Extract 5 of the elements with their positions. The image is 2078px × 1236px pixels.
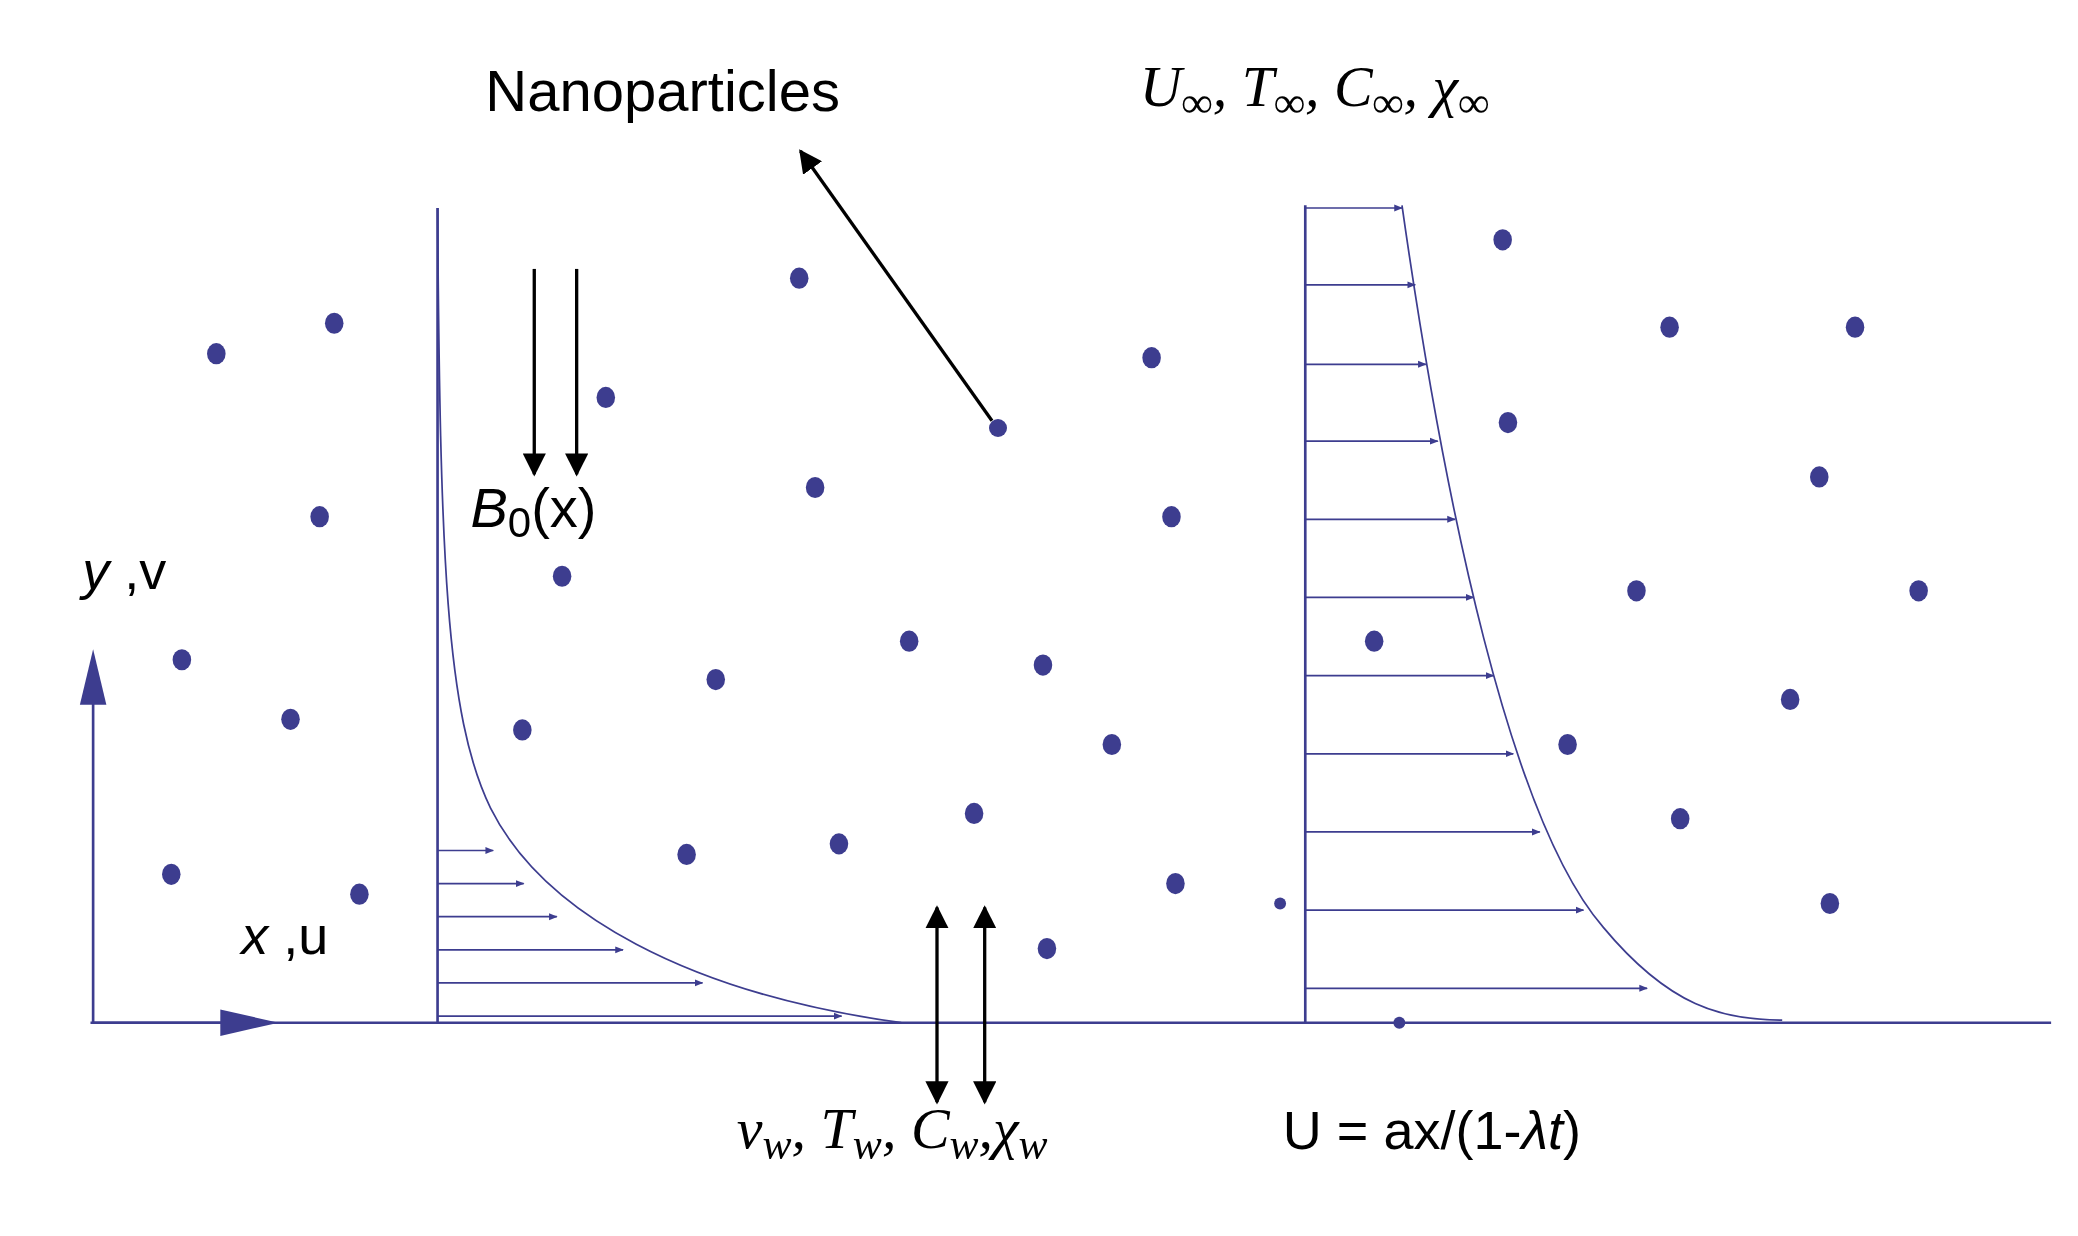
variable-label: v$_{w}$, T$_{w}$, C$_{w}$,χ$_{w}$ bbox=[736, 1099, 1048, 1158]
callout-text: Nanoparticles bbox=[485, 62, 840, 121]
leader-arrow bbox=[799, 149, 994, 422]
variable-label: x ,u bbox=[241, 907, 329, 962]
variable-label: U$_{∞}$, T$_{∞}$, C$_{∞}$, χ$_{∞}$ bbox=[1139, 58, 1490, 117]
